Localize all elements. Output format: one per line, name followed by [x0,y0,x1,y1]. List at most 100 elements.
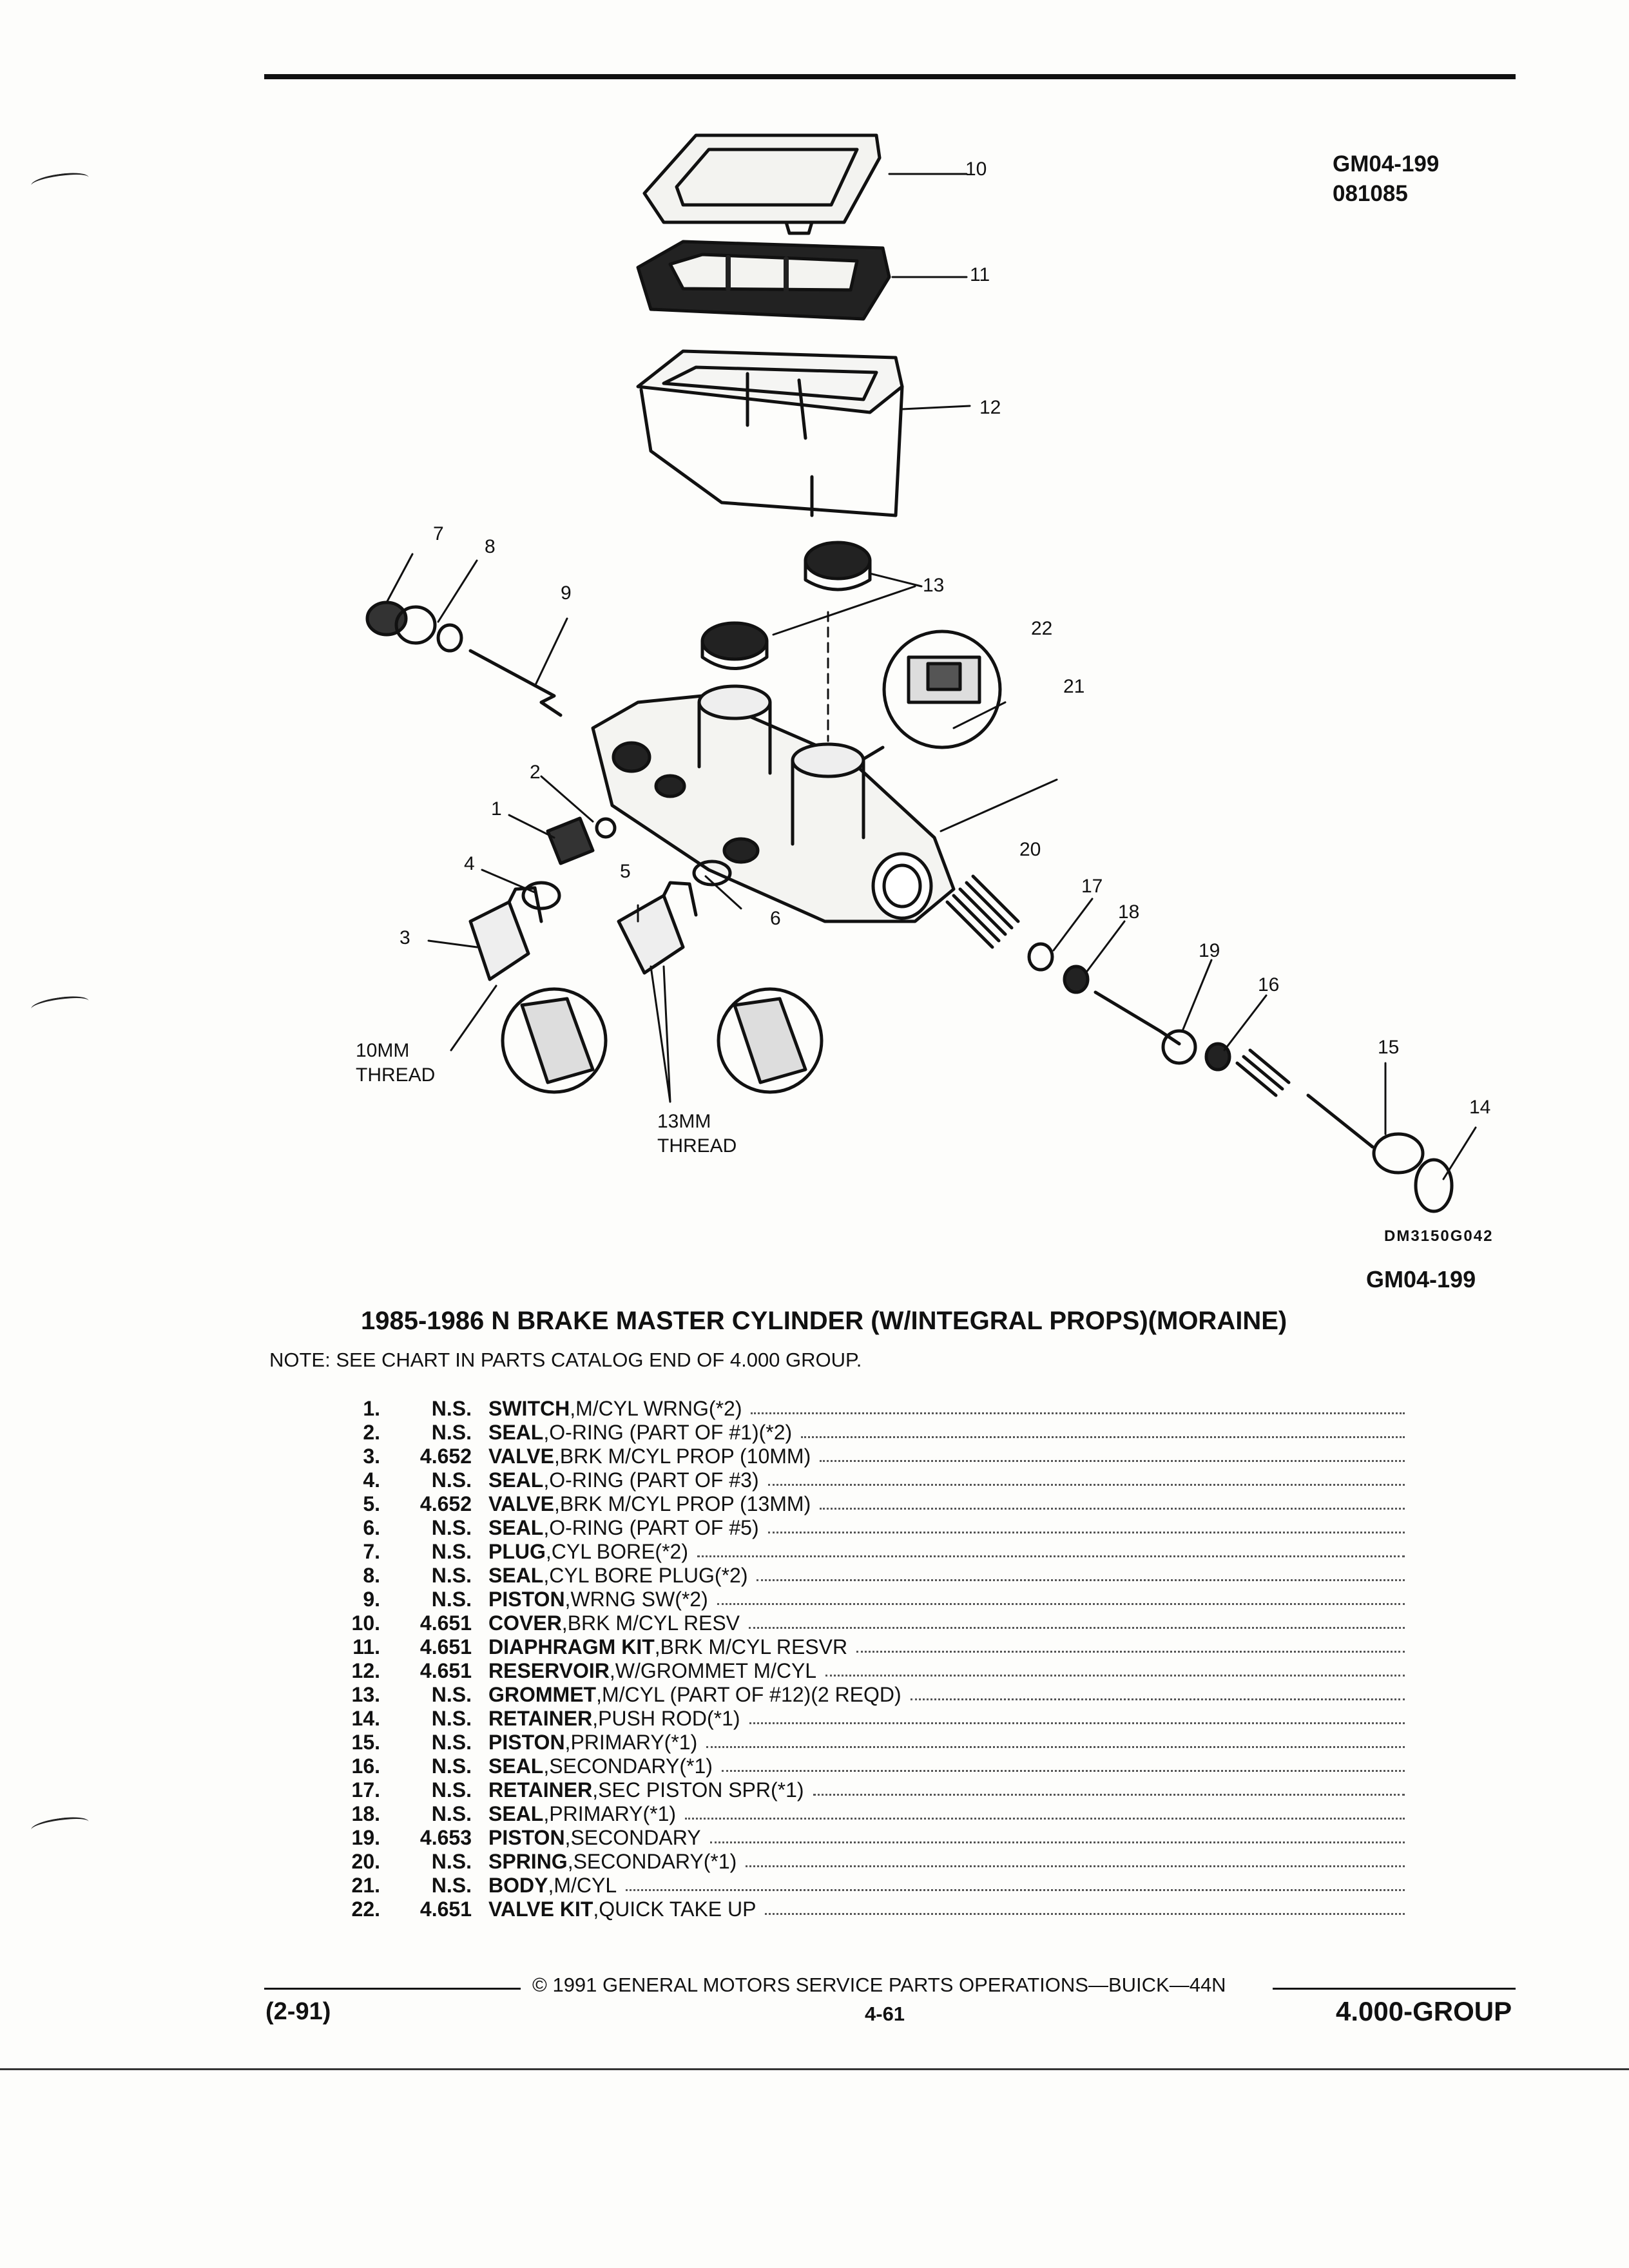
part-description: SECONDARY [570,1826,701,1849]
page-title: 1985-1986 N BRAKE MASTER CYLINDER (W/INT… [361,1307,1287,1335]
separator: , [564,1826,571,1849]
group-code: N.S. [431,1754,472,1778]
callout-14: 14 [1469,1097,1490,1118]
part-name: PISTON [488,1588,565,1611]
part-number: 11. [352,1635,380,1658]
group-code: N.S. [431,1468,472,1492]
part-row: 7.N.S.PLUG , CYL BORE(*2) [264,1540,1405,1564]
part-number: 19. [351,1826,380,1849]
thread-13mm-line2: THREAD [657,1135,737,1157]
callout-16: 16 [1258,974,1279,995]
part-description: W/GROMMET M/CYL [615,1659,817,1682]
leader-dots [709,1826,1405,1843]
note: NOTE: SEE CHART IN PARTS CATALOG END OF … [269,1349,862,1371]
part-number: 6. [363,1516,380,1539]
leader-dots [813,1778,1405,1796]
part-name: RESERVOIR [488,1659,610,1682]
leader-dots [820,1445,1405,1462]
part-name: RETAINER [488,1707,593,1730]
leader-dots [749,1707,1405,1724]
group-code: N.S. [431,1683,472,1706]
group-code: N.S. [431,1397,472,1420]
part-number: 2. [363,1421,380,1444]
leader-dots [751,1397,1405,1414]
part-name: VALVE KIT [488,1898,593,1921]
part-number: 1. [363,1397,380,1420]
leader-dots [721,1754,1405,1772]
separator: , [564,1731,571,1754]
part-row: 13.N.S.GROMMET , M/CYL (PART OF #12)(2 R… [264,1683,1405,1707]
scan-mark [30,1814,90,1838]
part-description: O-RING (PART OF #3) [549,1468,759,1492]
part-name: SEAL [488,1802,544,1825]
callout-5: 5 [620,861,631,882]
part-description: M/CYL (PART OF #12)(2 REQD) [601,1683,901,1706]
part-number: 15. [351,1731,380,1754]
part-number: 12. [351,1659,380,1682]
separator: , [548,1874,554,1897]
separator: , [567,1850,574,1873]
callout-9: 9 [561,582,572,604]
part-description: PUSH ROD(*1) [598,1707,740,1730]
leader-dots [757,1564,1405,1581]
reservoir-part-12 [636,349,904,517]
drawing-number: GM04-199 [1333,151,1440,177]
separator: , [543,1754,550,1778]
part-name: SEAL [488,1564,544,1587]
part-description: M/CYL [554,1874,617,1897]
group-code: 4.653 [419,1826,472,1849]
group-code: 4.651 [419,1898,472,1921]
callout-12: 12 [979,397,1001,418]
part-name: GROMMET [488,1683,597,1706]
part-number: 10. [351,1611,380,1635]
separator: , [654,1635,660,1658]
leader-dots [697,1540,1405,1557]
part-number: 22. [351,1898,380,1921]
part-name: VALVE [488,1492,554,1515]
diaphragm-part-11 [636,240,891,321]
quick-take-up-detail-22 [849,629,1002,769]
part-description: SECONDARY(*1) [573,1850,737,1873]
part-number: 8. [363,1564,380,1587]
part-name: SEAL [488,1468,544,1492]
part-number: 16. [351,1754,380,1778]
thread-10mm-line2: THREAD [356,1064,435,1086]
part-description: BRK M/CYL PROP (10MM) [559,1445,811,1468]
part-description: WRNG SW(*2) [570,1588,708,1611]
group-code: 4.651 [419,1635,472,1658]
plug-seal-piston-7-8-9 [365,601,563,717]
exploded-view-illustration: 10 11 12 7 8 9 13 22 21 2 1 4 5 6 3 20 1… [356,133,1490,1213]
part-row: 14.N.S.RETAINER , PUSH ROD(*1) [264,1707,1405,1731]
drawing-code-small: DM3150G042 [1384,1227,1494,1245]
part-description: SECONDARY(*1) [549,1754,713,1778]
callout-10: 10 [965,159,987,180]
callout-13: 13 [923,575,944,596]
group-number: 4.000-GROUP [1336,1996,1512,2026]
group-code: N.S. [431,1731,472,1754]
group-code: N.S. [431,1540,472,1563]
top-rule [264,74,1516,79]
separator: , [543,1802,550,1825]
drawing-id: GM04-199 081085 [1333,149,1439,209]
separator: , [592,1778,599,1802]
footer-rule-left [264,1988,521,1990]
part-name: DIAPHRAGM KIT [488,1635,655,1658]
parts-list: 1.N.S.SWITCH , M/CYL WRNG(*2)2.N.S.SEAL … [264,1397,1405,1921]
part-description: O-RING (PART OF #5) [549,1516,759,1539]
part-description: CYL BORE(*2) [551,1540,688,1563]
separator: , [561,1611,568,1635]
part-row: 8.N.S.SEAL , CYL BORE PLUG(*2) [264,1564,1405,1588]
part-number: 17. [351,1778,380,1802]
part-name: RETAINER [488,1778,593,1802]
part-description: BRK M/CYL RESV [567,1611,740,1635]
part-number: 4. [363,1468,380,1492]
callout-18: 18 [1118,901,1139,923]
callout-7: 7 [433,523,444,544]
switch-and-prop-valve-1-2-3-4 [468,816,617,1094]
part-description: BRK M/CYL PROP (13MM) [559,1492,811,1515]
leader-dots [717,1588,1405,1605]
part-name: SEAL [488,1516,544,1539]
